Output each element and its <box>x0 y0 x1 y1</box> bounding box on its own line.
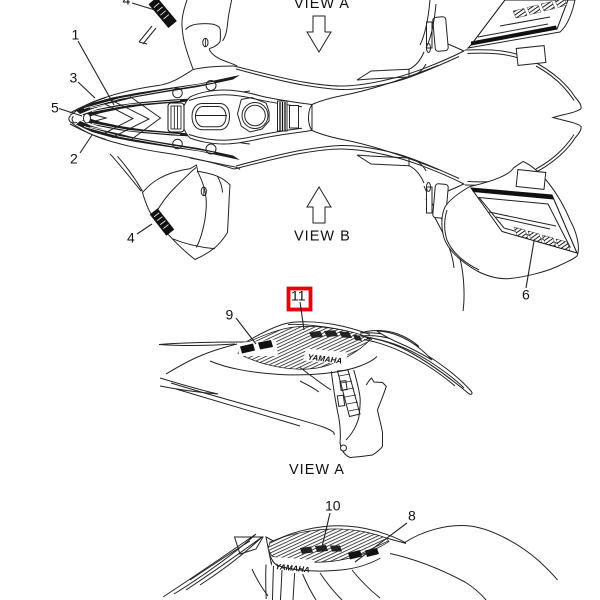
svg-text:VIEW A: VIEW A <box>294 0 350 12</box>
svg-text:4: 4 <box>123 0 131 8</box>
svg-text:VIEW B: VIEW B <box>294 229 351 245</box>
svg-text:YAMAHA: YAMAHA <box>307 353 343 366</box>
svg-text:1: 1 <box>72 27 80 43</box>
svg-text:11: 11 <box>291 288 306 304</box>
svg-text:5: 5 <box>51 100 59 116</box>
svg-text:VIEW A: VIEW A <box>289 462 345 478</box>
svg-text:9: 9 <box>226 307 234 323</box>
svg-text:10: 10 <box>325 498 341 514</box>
svg-text:3: 3 <box>70 70 78 86</box>
svg-text:2: 2 <box>70 151 78 167</box>
svg-text:8: 8 <box>408 508 416 524</box>
svg-text:YAMAHA: YAMAHA <box>275 562 310 575</box>
svg-text:4: 4 <box>127 230 135 246</box>
svg-text:6: 6 <box>522 287 530 303</box>
